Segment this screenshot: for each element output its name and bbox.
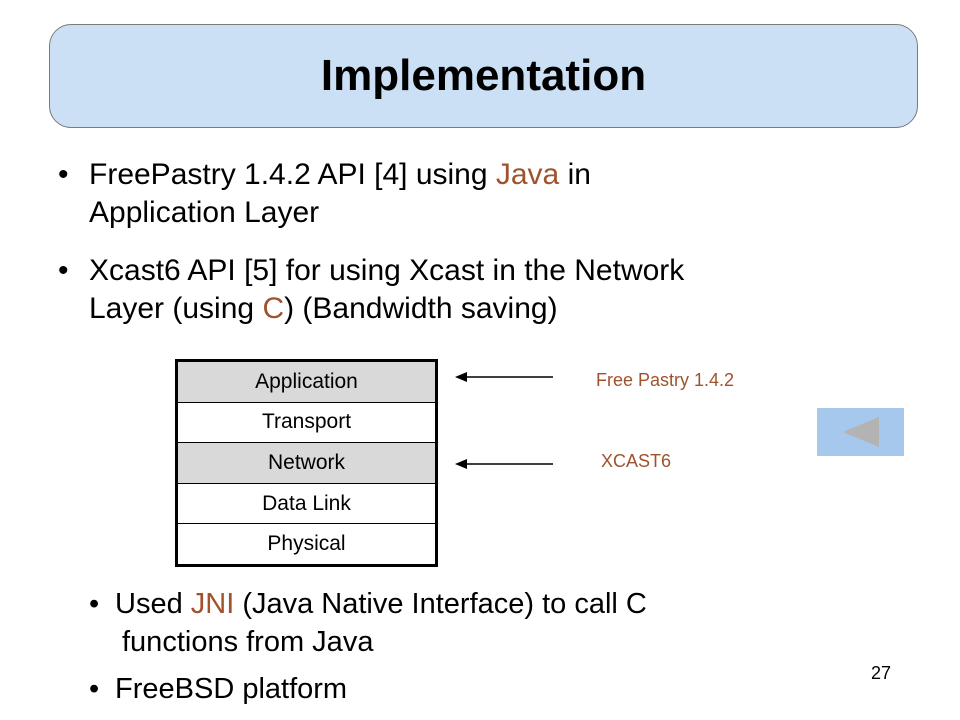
accent-c: C: [262, 292, 285, 325]
bullet-text: Layer (using: [89, 292, 263, 325]
bullet-freepastry: • FreePastry 1.4.2 API [4] using Java in…: [58, 156, 591, 232]
bullet-jni: • Used JNI (Java Native Interface) to ca…: [89, 585, 647, 661]
bullet-line: Xcast6 API [5] for using Xcast in the Ne…: [89, 254, 685, 287]
bullet-text: (Java Native Interface) to call C: [234, 588, 647, 620]
slide-title: Implementation: [320, 51, 647, 100]
bullet-dot: •: [58, 158, 69, 191]
bullet-dot: •: [58, 254, 69, 287]
label-free-pastry: Free Pastry 1.4.2: [596, 370, 735, 390]
bullet-line: FreeBSD platform: [115, 673, 348, 705]
label-xcast6: XCAST6: [601, 451, 672, 471]
back-nav-button[interactable]: [817, 408, 904, 456]
arrow-to-network: [455, 459, 553, 469]
bullet-xcast6: • Xcast6 API [5] for using Xcast in the …: [58, 252, 685, 328]
bullet-text: ) (Bandwidth saving): [284, 292, 558, 325]
bullet-line: functions from Java: [122, 626, 374, 658]
bullet-line: Layer (using C) (Bandwidth saving): [89, 290, 684, 328]
bullet-text: in: [559, 158, 591, 191]
layer-data-link: Data Link: [178, 484, 435, 525]
layer-network: Network: [178, 443, 435, 484]
bullet-text: Used: [115, 588, 191, 620]
arrow-to-application: [455, 372, 553, 382]
protocol-layer-stack: Application Transport Network Data Link …: [175, 359, 438, 567]
layer-transport: Transport: [178, 403, 435, 444]
bullet-line: Used JNI (Java Native Interface) to call…: [115, 585, 647, 623]
triangle-left-icon: [842, 417, 879, 447]
accent-jni: JNI: [190, 588, 235, 620]
bullet-freebsd: • FreeBSD platform: [89, 670, 348, 708]
layer-application: Application: [178, 362, 435, 403]
bullet-line: Application Layer: [89, 196, 320, 229]
title-banner: Implementation: [49, 24, 918, 128]
bullet-dot: •: [89, 588, 100, 620]
layer-physical: Physical: [267, 532, 346, 556]
accent-java: Java: [495, 158, 560, 191]
bullet-line: FreePastry 1.4.2 API [4] using Java in: [89, 156, 591, 194]
bullet-text: FreePastry 1.4.2 API [4] using: [89, 158, 496, 191]
bullet-dot: •: [89, 673, 100, 705]
page-number: 27: [871, 663, 892, 683]
